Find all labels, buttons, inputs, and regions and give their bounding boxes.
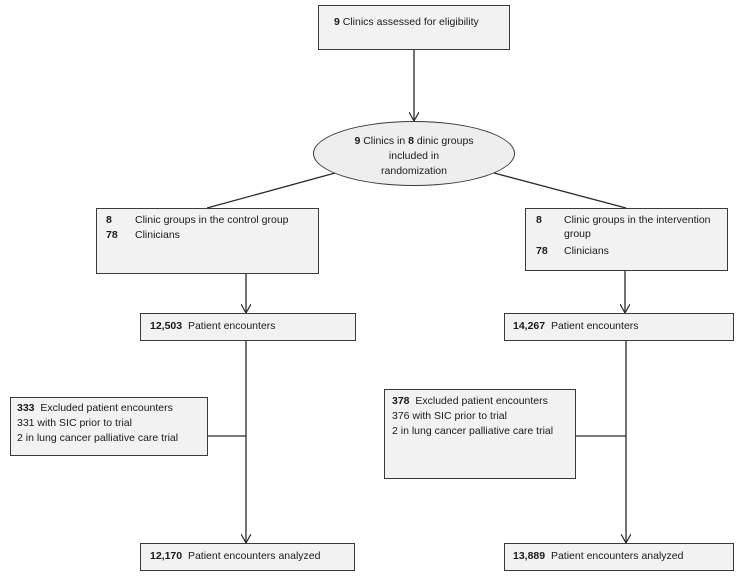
- eligibility-box: 9 Clinics assessed for eligibility: [318, 5, 510, 50]
- intervention-groups-count: 8: [536, 214, 542, 226]
- control-excluded-line2: 331 with SIC prior to trial: [17, 417, 132, 429]
- intervention-clinicians-text: Clinicians: [564, 245, 609, 257]
- randomization-clinics-word: Clinics in: [363, 135, 406, 147]
- randomization-group-count: 8: [408, 135, 414, 147]
- eligibility-count: 9: [334, 16, 340, 28]
- intervention-analyzed-count: 13,889: [513, 550, 546, 562]
- control-analyzed-count: 12,170: [150, 550, 183, 562]
- control-clinicians-text: Clinicians: [135, 229, 180, 241]
- randomization-line2: included in: [388, 150, 440, 162]
- control-analyzed-box: 12,170 Patient encounters analyzed: [140, 543, 355, 571]
- line-randomization-to-control: [206, 172, 336, 209]
- randomization-ellipse: 9 Clinics in 8 dinic groups included in …: [313, 121, 515, 186]
- randomization-line3: randomization: [381, 165, 447, 177]
- eligibility-text: Clinics assessed for eligibility: [342, 16, 479, 28]
- intervention-group-box: 8 Clinic groups in the intervention grou…: [525, 208, 728, 271]
- control-excluded-text: Excluded patient encounters: [40, 402, 173, 414]
- intervention-excluded-line3: 2 in lung cancer palliative care trial: [392, 425, 554, 437]
- control-groups-text: Clinic groups in the control group: [135, 214, 289, 226]
- randomization-clinic-count: 9: [354, 135, 361, 147]
- randomization-line1-rest: dinic groups: [416, 135, 474, 147]
- intervention-analyzed-box: 13,889 Patient encounters analyzed: [504, 543, 734, 571]
- intervention-encounters-count: 14,267: [513, 320, 546, 332]
- line-randomization-to-intervention: [493, 172, 627, 209]
- intervention-excluded-count: 378: [392, 395, 410, 407]
- control-clinicians-count: 78: [106, 229, 118, 241]
- intervention-groups-text-line1: Clinic groups in the intervention: [564, 214, 711, 226]
- control-groups-count: 8: [106, 214, 112, 226]
- intervention-excluded-box: 378 Excluded patient encounters 376 with…: [384, 389, 576, 479]
- intervention-excluded-text: Excluded patient encounters: [415, 395, 548, 407]
- control-encounters-count: 12,503: [150, 320, 183, 332]
- intervention-excluded-line2: 376 with SIC prior to trial: [392, 410, 507, 422]
- intervention-clinicians-count: 78: [536, 245, 548, 257]
- intervention-encounters-text: Patient encounters: [550, 320, 639, 332]
- control-group-box: 8 Clinic groups in the control group 78 …: [96, 208, 319, 274]
- intervention-groups-text-line2: group: [564, 228, 591, 240]
- control-excluded-box: 333 Excluded patient encounters 331 with…: [10, 397, 208, 456]
- control-encounters-text: Patient encounters: [187, 320, 276, 332]
- intervention-encounters-box: 14,267 Patient encounters: [504, 313, 734, 341]
- control-excluded-count: 333: [17, 402, 35, 414]
- intervention-analyzed-text: Patient encounters analyzed: [550, 550, 684, 562]
- control-analyzed-text: Patient encounters analyzed: [187, 550, 321, 562]
- control-excluded-line3: 2 in lung cancer palliative care trial: [17, 432, 179, 444]
- control-encounters-box: 12,503 Patient encounters: [140, 313, 356, 341]
